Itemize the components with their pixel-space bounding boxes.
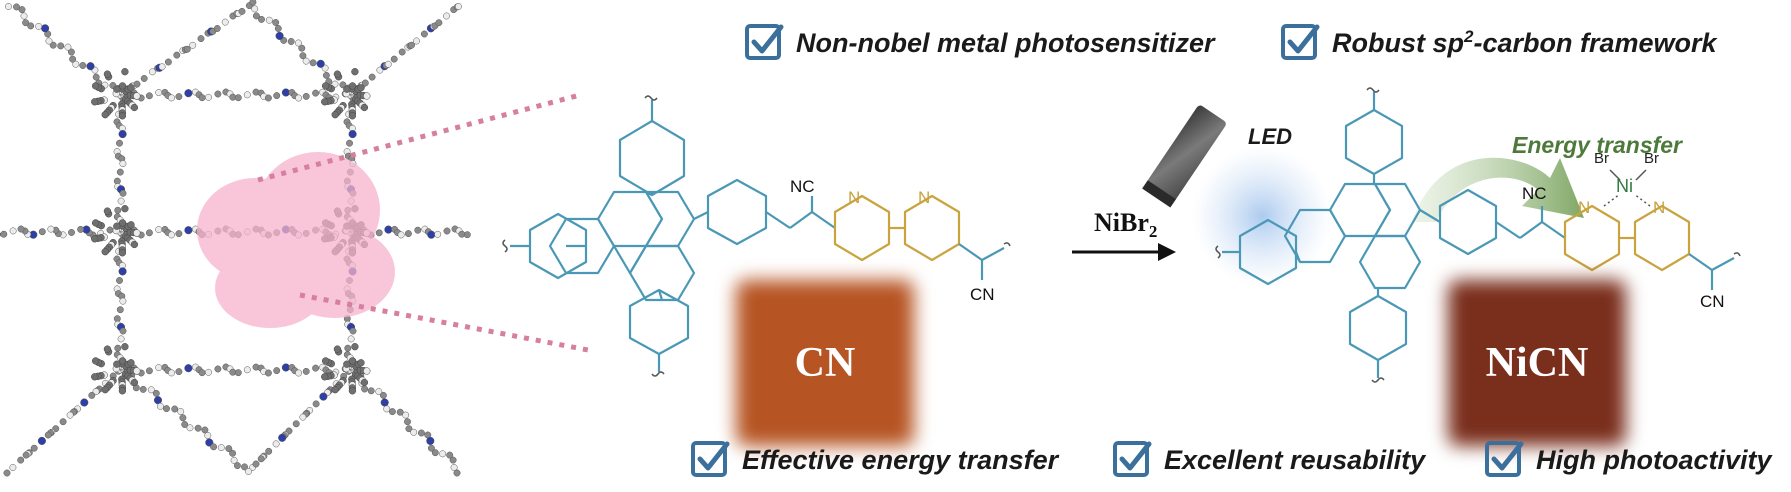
feature-top-right: Robust sp2-carbon framework [1280, 23, 1717, 63]
checkbox-icon [1485, 441, 1524, 477]
led-glow [1192, 146, 1332, 286]
nitrile-label-right-top: NC [1522, 184, 1547, 203]
checkbox-icon [745, 24, 784, 60]
nicn-structure [1215, 87, 1741, 383]
feature-text: High photoactivity [1536, 444, 1772, 475]
feature-text-suffix: -carbon framework [1473, 28, 1717, 58]
checkbox-icon [691, 441, 730, 477]
highlight-cloud [197, 152, 395, 328]
bromine-label-1: Br [1594, 150, 1609, 167]
led-torch-icon [1142, 105, 1226, 208]
led-label: LED [1248, 124, 1292, 149]
cn-sample-swatch: CN [736, 280, 914, 446]
energy-transfer-arrow [1412, 157, 1584, 222]
zoom-line-bottom [299, 292, 589, 353]
nitrile-label-left-bottom: CN [970, 285, 995, 304]
feature-text-superscript: 2 [1464, 27, 1474, 46]
nitrile-label-left-top: NC [790, 177, 815, 196]
feature-text: Robust sp2-carbon framework [1332, 27, 1717, 59]
nitrile-label-right-bottom: CN [1700, 292, 1725, 311]
energy-transfer-label: Energy transfer [1512, 132, 1683, 158]
feature-bottom-2: Excellent reusability [1112, 440, 1425, 480]
feature-bottom-1: Effective energy transfer [690, 440, 1058, 480]
feature-text: Effective energy transfer [742, 444, 1059, 475]
nitrogen-label-right-1: N [1578, 198, 1591, 217]
cn-structure [502, 95, 1011, 377]
checkbox-icon [1281, 24, 1320, 60]
feature-text: Excellent reusability [1164, 444, 1426, 475]
reagent-subscript: 2 [1148, 222, 1158, 242]
feature-bottom-3: High photoactivity [1484, 440, 1772, 480]
nitrogen-label-1: N [848, 188, 860, 207]
bromine-label-2: Br [1644, 150, 1659, 167]
nicn-sample-label: NiCN [1485, 340, 1589, 386]
nitrogen-label-right-2: N [1653, 198, 1666, 217]
feature-text: Non-nobel metal photosensitizer [796, 27, 1215, 58]
reagent-label: NiBr2 [1094, 208, 1157, 242]
nicn-sample-swatch: NiCN [1448, 280, 1626, 446]
reaction-arrowhead [1158, 243, 1176, 261]
cn-sample-label: CN [794, 340, 856, 386]
reagent-formula: NiBr [1094, 208, 1149, 237]
feature-top-left: Non-nobel metal photosensitizer [744, 23, 1215, 63]
feature-text-prefix: Robust sp [1332, 28, 1464, 58]
checkbox-icon [1113, 441, 1152, 477]
cn-swatch-fill [736, 280, 914, 446]
nicn-swatch-fill [1448, 280, 1626, 446]
zoom-line-top [257, 92, 581, 183]
nitrogen-label-2: N [918, 188, 930, 207]
nickel-label: Ni [1616, 176, 1633, 196]
